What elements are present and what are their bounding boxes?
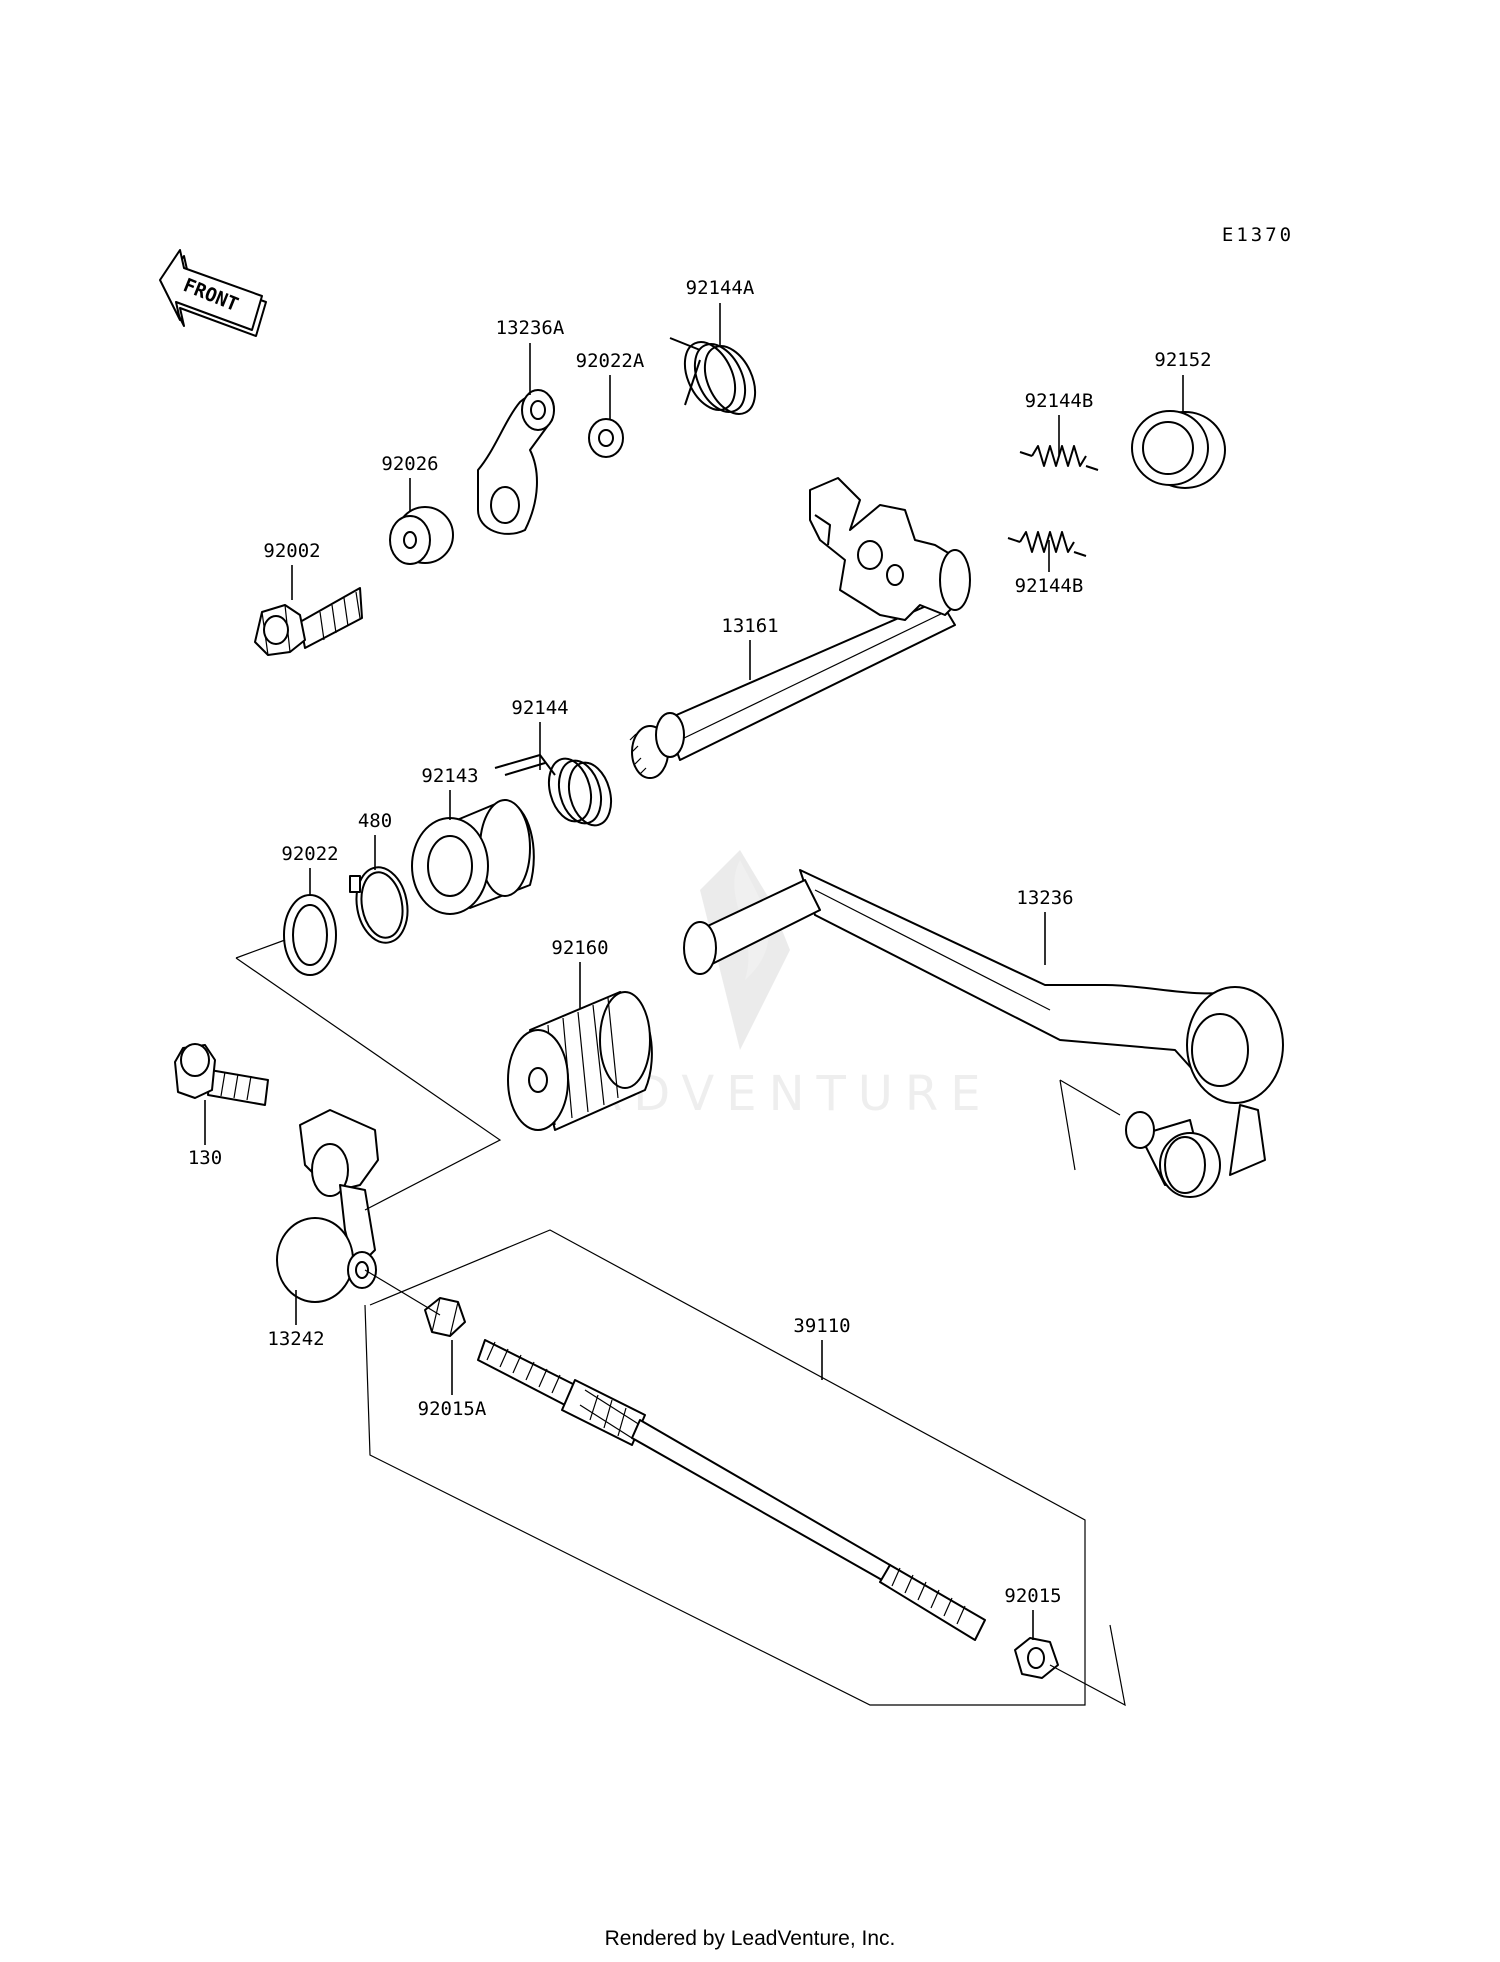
washer-92022-icon (283, 894, 337, 976)
callout-92144b-upper: 92144B (1025, 390, 1094, 412)
callout-92152: 92152 (1154, 349, 1211, 371)
footer-credit: Rendered by LeadVenture, Inc. (605, 1927, 896, 1950)
seal-92152-icon (1131, 410, 1226, 489)
shaft-13161-icon (629, 477, 971, 779)
callout-92143: 92143 (421, 765, 478, 787)
callout-92144b-lower: 92144B (1015, 575, 1084, 597)
lever-13242-icon (276, 1109, 379, 1303)
nut-92015-icon (1014, 1637, 1059, 1679)
callout-92015a: 92015A (418, 1398, 487, 1420)
callout-13161: 13161 (721, 615, 778, 637)
nut-92015a-icon (424, 1297, 466, 1337)
pedal-13236-icon (683, 869, 1284, 1198)
callout-92015: 92015 (1004, 1585, 1061, 1607)
front-direction-arrow-icon: FRONT (159, 249, 267, 337)
callout-92144a: 92144A (686, 277, 755, 299)
spring-92144a-icon (669, 337, 757, 415)
callout-labels: 92144A 13236A 92022A 92152 92144B 92026 … (188, 277, 1212, 1607)
callout-13236: 13236 (1016, 887, 1073, 909)
callout-92144: 92144 (511, 697, 568, 719)
rubber-92160-icon (507, 991, 653, 1131)
callout-92002: 92002 (263, 540, 320, 562)
callout-13236a: 13236A (496, 317, 565, 339)
bolt-92002-icon (254, 587, 363, 656)
callout-480: 480 (358, 810, 392, 832)
washer-92022a-icon (588, 418, 624, 458)
callout-92022a: 92022A (576, 350, 645, 372)
callout-92160: 92160 (551, 937, 608, 959)
leader-lines (204, 303, 1184, 1640)
callout-92026: 92026 (381, 453, 438, 475)
collar-92026-icon (389, 506, 454, 565)
assembly-lines (235, 939, 1126, 1707)
diagram-code: E1370 (1222, 224, 1294, 246)
rod-39110-icon (477, 1339, 986, 1641)
spring-92144b-upper-icon (1019, 445, 1099, 471)
spring-92144b-lower-icon (1007, 531, 1087, 557)
link-13236a-icon (477, 389, 555, 535)
callout-92022: 92022 (281, 843, 338, 865)
circlip-480-icon (349, 866, 409, 944)
callout-39110: 39110 (793, 1315, 850, 1337)
callout-13242: 13242 (267, 1328, 324, 1350)
bolt-130-icon (174, 1043, 269, 1106)
collar-92143-icon (411, 799, 535, 915)
callout-130: 130 (188, 1147, 222, 1169)
